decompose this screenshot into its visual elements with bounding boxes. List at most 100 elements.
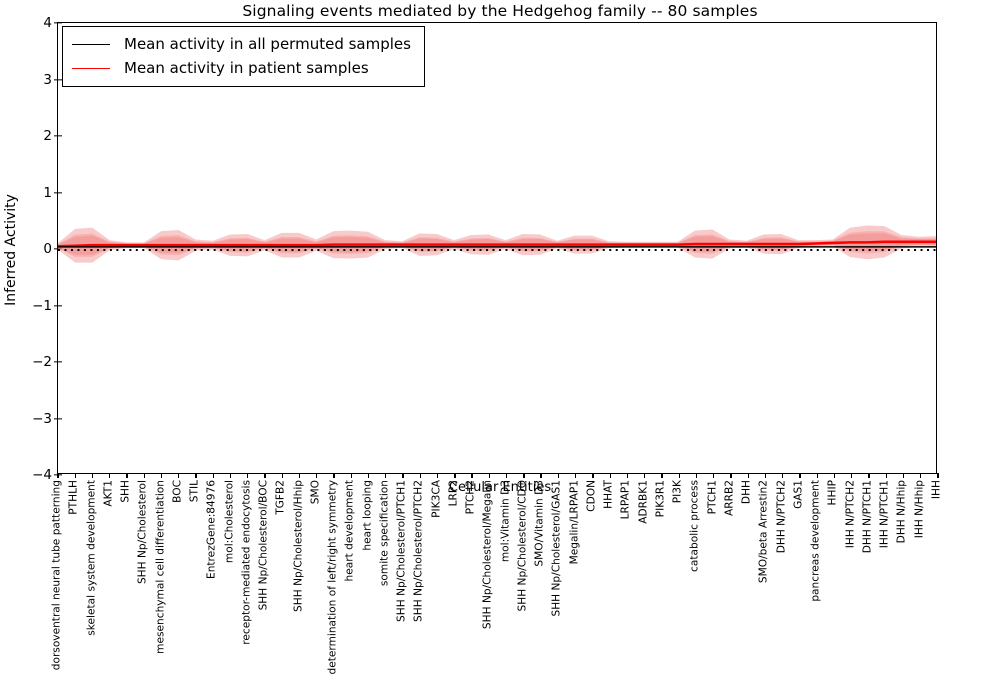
- y-tick-label: −2: [32, 354, 52, 370]
- y-tick-mark-inner: [58, 135, 62, 137]
- x-tick-label: heart development: [344, 480, 357, 582]
- y-tick-label: 2: [43, 128, 52, 144]
- x-tick-label: SMO: [309, 480, 322, 505]
- x-tick-mark: [333, 473, 335, 478]
- x-tick-label: receptor-mediated endocytosis: [240, 480, 253, 645]
- x-tick-mark: [644, 473, 646, 478]
- x-tick-label: PTHLH: [67, 480, 80, 515]
- x-tick-mark: [143, 473, 145, 478]
- y-tick-mark-inner: [58, 78, 62, 81]
- x-tick-mark: [419, 473, 421, 478]
- x-tick-mark: [592, 473, 594, 478]
- x-tick-label: skeletal system development: [85, 480, 98, 636]
- x-tick-label: DHH: [740, 480, 753, 505]
- x-tick-mark: [851, 473, 853, 478]
- x-tick-mark: [298, 473, 301, 478]
- x-tick-label: DHH N/PTCH1: [861, 480, 874, 554]
- x-tick-label: Megalin/LRPAP1: [568, 480, 581, 565]
- chart-title: Signaling events mediated by the Hedgeho…: [242, 2, 758, 20]
- x-tick-mark: [247, 473, 249, 478]
- x-tick-label: EntrezGene:84976: [205, 480, 218, 579]
- legend: Mean activity in all permuted samples Me…: [62, 26, 425, 87]
- y-tick-mark: [53, 248, 58, 250]
- x-tick-mark: [160, 473, 163, 478]
- x-tick-label: AKT1: [102, 480, 115, 507]
- y-tick-mark: [53, 78, 58, 81]
- x-tick-label: SHH Np/Cholesterol/PTCH1: [395, 480, 408, 622]
- mean-line-layer: [58, 240, 936, 251]
- x-tick-mark: [281, 473, 283, 478]
- y-tick-mark-inner: [58, 22, 62, 24]
- x-tick-mark: [74, 473, 76, 478]
- x-tick-mark: [799, 473, 801, 478]
- x-tick-label: HHAT: [602, 480, 615, 509]
- x-tick-mark: [454, 473, 456, 478]
- x-tick-label: IHH N/PTCH2: [844, 480, 857, 549]
- y-tick-mark: [53, 474, 58, 476]
- y-tick-mark: [53, 22, 58, 24]
- x-tick-mark: [782, 473, 784, 478]
- x-tick-mark: [937, 473, 939, 478]
- x-tick-label: SHH Np/Cholesterol/GAS1: [551, 480, 564, 617]
- x-tick-mark: [229, 473, 232, 478]
- y-axis-label: Inferred Activity: [3, 194, 19, 306]
- x-tick-label: somite specification: [378, 480, 391, 587]
- x-tick-label: IHH: [930, 480, 943, 500]
- x-tick-label: HHIP: [827, 480, 840, 506]
- y-tick-mark: [53, 191, 58, 194]
- x-tick-label: SHH Np/Cholesterol/Megalin: [482, 480, 495, 630]
- x-tick-label: BOC: [171, 480, 184, 503]
- x-tick-label: dorsoventral neural tube patterning: [50, 480, 63, 671]
- x-tick-mark: [695, 473, 698, 478]
- x-tick-label: SHH: [119, 480, 132, 503]
- x-tick-label: heart looping: [361, 480, 374, 551]
- mean-line-patient: [58, 240, 936, 248]
- x-tick-label: SMO/beta Arrestin2: [758, 480, 771, 584]
- x-tick-label: SHH Np/Cholesterol: [136, 480, 149, 585]
- y-tick-label: −4: [32, 467, 52, 483]
- x-tick-label: IHH N/Hhip: [913, 480, 926, 539]
- y-tick-label: −3: [32, 410, 52, 427]
- x-tick-mark: [316, 473, 318, 478]
- x-tick-label: LRP2: [447, 480, 460, 507]
- x-tick-mark: [713, 473, 715, 478]
- y-tick-mark: [53, 304, 58, 307]
- legend-item-permuted: Mean activity in all permuted samples: [72, 32, 411, 56]
- x-tick-label: SMO/Vitamin D3: [533, 480, 546, 567]
- y-tick-mark: [53, 135, 58, 137]
- x-tick-mark: [264, 473, 266, 478]
- x-tick-mark: [109, 473, 111, 478]
- x-tick-mark: [523, 473, 525, 478]
- y-tick-mark-inner: [58, 248, 62, 250]
- legend-swatch-permuted: [72, 43, 110, 45]
- legend-swatch-patient: [72, 67, 110, 69]
- x-tick-mark: [471, 473, 473, 478]
- x-tick-mark: [195, 473, 197, 478]
- x-tick-mark: [833, 473, 836, 478]
- x-tick-mark: [91, 473, 94, 478]
- x-tick-label: CDON: [585, 480, 598, 512]
- x-tick-mark: [816, 473, 818, 478]
- x-tick-mark: [609, 473, 611, 478]
- x-tick-mark: [764, 473, 767, 478]
- legend-item-patient: Mean activity in patient samples: [72, 56, 411, 80]
- x-tick-label: PIK3CA: [430, 480, 443, 518]
- x-tick-mark: [902, 473, 905, 478]
- x-tick-mark: [574, 473, 577, 478]
- x-tick-label: TGFB2: [275, 480, 288, 515]
- x-tick-label: mol:Vitamin D3: [499, 480, 512, 563]
- x-tick-mark: [885, 473, 887, 478]
- x-tick-mark: [402, 473, 404, 478]
- x-tick-mark: [436, 473, 439, 478]
- x-tick-mark: [178, 473, 180, 478]
- x-tick-label: PTCH1: [706, 480, 719, 515]
- y-tick-mark-inner: [58, 474, 62, 476]
- x-tick-mark: [920, 473, 922, 478]
- x-tick-label: DHH N/PTCH2: [775, 480, 788, 554]
- x-tick-mark: [626, 473, 629, 478]
- x-tick-label: ARRB2: [723, 480, 736, 516]
- y-tick-mark: [53, 361, 58, 363]
- y-tick-label: 1: [43, 184, 52, 201]
- x-tick-label: determination of left/right symmetry: [326, 480, 339, 675]
